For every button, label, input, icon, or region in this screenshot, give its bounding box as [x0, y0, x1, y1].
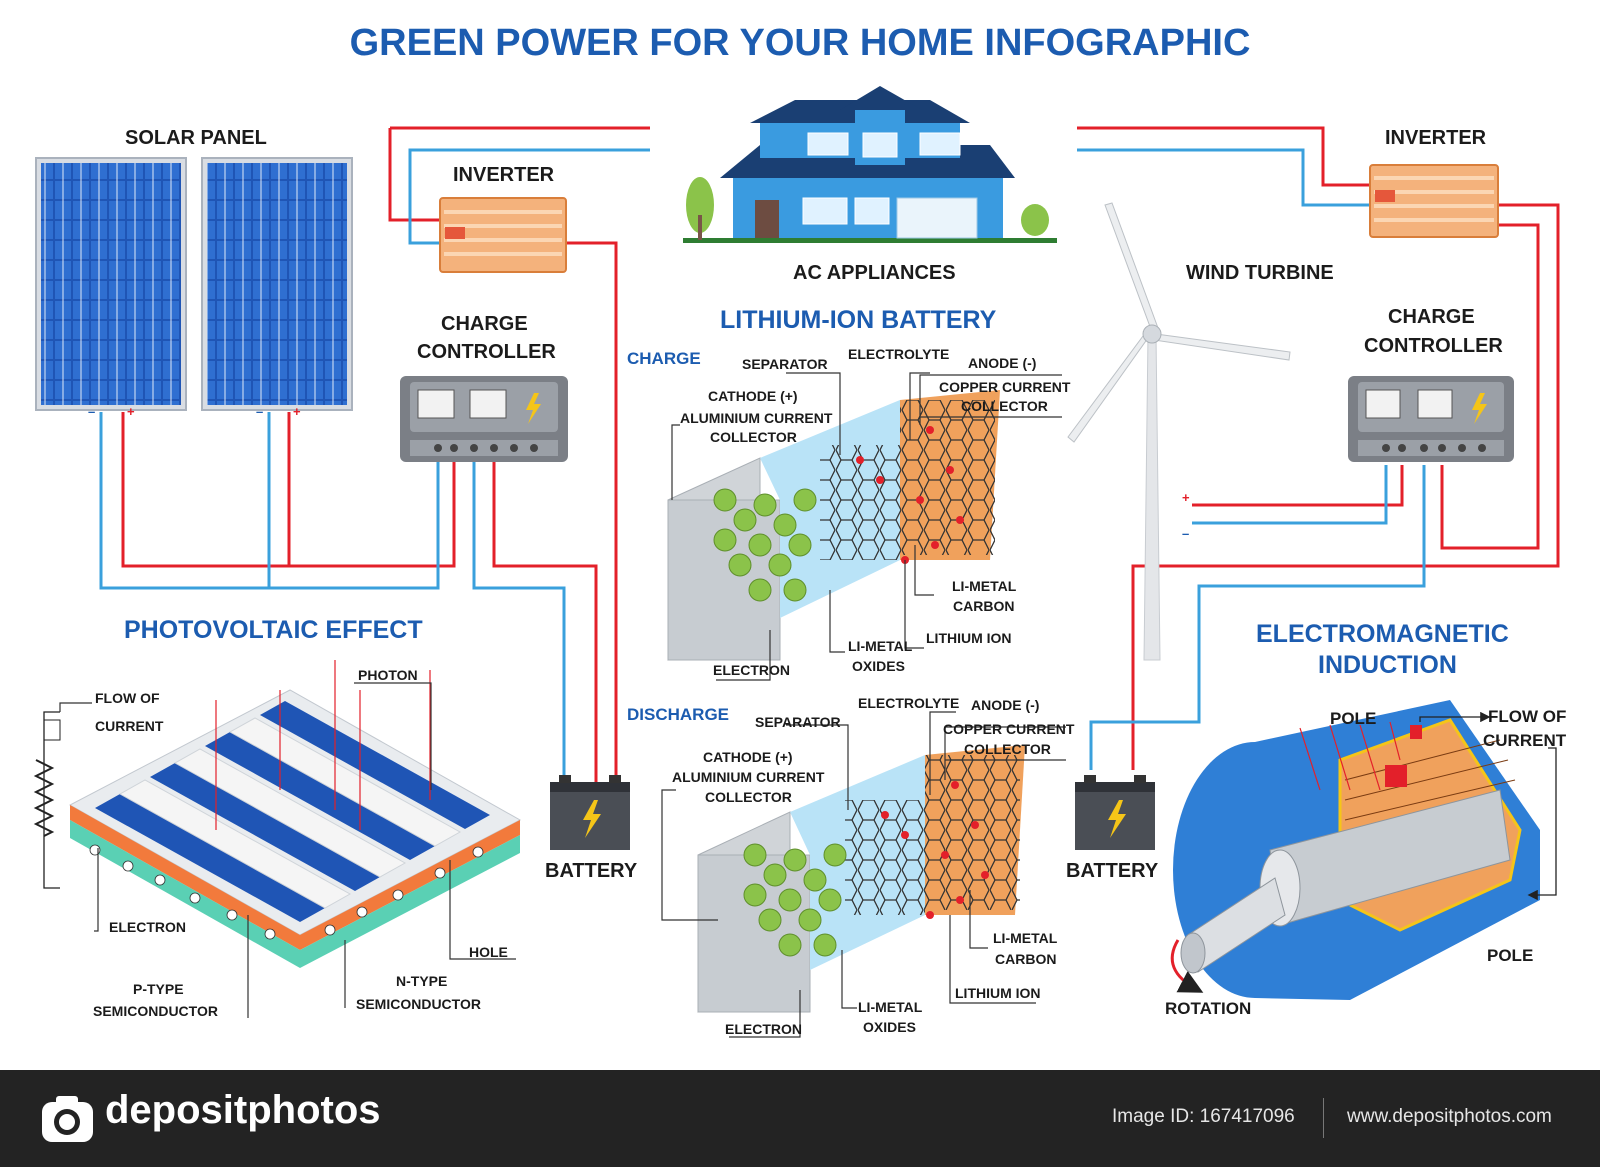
solar-panel-left [35, 157, 187, 411]
battery-left-device [550, 775, 630, 850]
discharge-copper-label-1: COPPER CURRENT [943, 721, 1075, 737]
ac-appliances-label: AC APPLIANCES [793, 262, 956, 284]
photovoltaic-title: PHOTOVOLTAIC EFFECT [124, 616, 423, 644]
lithium-ion-title: LITHIUM-ION BATTERY [720, 306, 997, 334]
discharge-lithium-ion-label: LITHIUM ION [955, 985, 1041, 1001]
induction-flow-label-2: CURRENT [1483, 731, 1567, 750]
induction-pole-top-label: POLE [1330, 709, 1377, 728]
photovoltaic-cell-illustration [33, 660, 522, 968]
footer-divider [1323, 1098, 1324, 1138]
pv-photon-label: PHOTON [358, 667, 418, 683]
watermark-footer: depositphotos Image ID: 167417096 www.de… [0, 1070, 1600, 1167]
battery-left-label: BATTERY [545, 860, 638, 882]
charge-copper-label-2: COLLECTOR [961, 398, 1048, 414]
li-ion-discharge-cell [697, 745, 1025, 1013]
pv-ptype-label-1: P-TYPE [133, 981, 184, 997]
charge-copper-label-1: COPPER CURRENT [939, 379, 1071, 395]
discharge-limetal-label-1: LI-METAL [993, 930, 1058, 946]
charge-oxides-label-1: LI-METAL [848, 638, 913, 654]
charge-controller-right-label-1: CHARGE [1388, 306, 1475, 328]
solar-panel-right [201, 157, 353, 411]
inverter-left-device [439, 197, 567, 273]
discharge-copper-label-2: COLLECTOR [964, 741, 1051, 757]
discharge-electrolyte-label: ELECTROLYTE [858, 695, 960, 711]
charge-controller-right-label-2: CONTROLLER [1364, 335, 1503, 357]
li-ion-charge-cell [667, 390, 1000, 661]
charge-label: CHARGE [627, 349, 701, 368]
charge-anode-label: ANODE (-) [968, 355, 1037, 371]
induction-rotation-label: ROTATION [1165, 999, 1252, 1018]
induction-pole-right-label: POLE [1487, 946, 1534, 965]
wind-turbine-label: WIND TURBINE [1186, 262, 1334, 284]
panel-left-minus: – [88, 404, 96, 419]
inverter-left-label: INVERTER [453, 164, 555, 186]
site-url-link[interactable]: www.depositphotos.com [1347, 1106, 1552, 1127]
discharge-limetal-label-2: CARBON [995, 951, 1057, 967]
induction-title-2: INDUCTION [1318, 651, 1457, 679]
solar-panel-label: SOLAR PANEL [125, 127, 267, 149]
image-id-text: Image ID: 167417096 [1112, 1106, 1295, 1127]
discharge-cathode-label: CATHODE (+) [703, 749, 793, 765]
pv-ntype-label-2: SEMICONDUCTOR [356, 996, 481, 1012]
pv-hole-label: HOLE [469, 944, 508, 960]
brand-logo-text: depositphotos [105, 1088, 381, 1132]
wind-wiring [1077, 126, 1560, 770]
pv-ntype-label-1: N-TYPE [396, 973, 448, 989]
charge-limetal-label-1: LI-METAL [952, 578, 1017, 594]
solar-wiring [99, 126, 650, 785]
charge-lithium-ion-label: LITHIUM ION [926, 630, 1012, 646]
wind-wire-plus: + [1182, 490, 1190, 505]
discharge-anode-label: ANODE (-) [971, 697, 1040, 713]
pv-flow-label-1: FLOW OF [95, 690, 160, 706]
diagram-artwork [33, 86, 1560, 1038]
charge-aluminium-label-2: COLLECTOR [710, 429, 797, 445]
charge-electron-label: ELECTRON [713, 662, 790, 678]
charge-limetal-label-2: CARBON [953, 598, 1015, 614]
pv-flow-label-2: CURRENT [95, 718, 164, 734]
discharge-separator-label: SEPARATOR [755, 714, 841, 730]
panel-right-plus: + [293, 404, 301, 419]
discharge-label: DISCHARGE [627, 705, 730, 724]
callout-lines [59, 372, 1066, 1038]
wind-wire-minus: – [1182, 526, 1190, 541]
generator-illustration [1170, 700, 1557, 1000]
charge-controller-left-label-2: CONTROLLER [417, 341, 556, 363]
induction-title-1: ELECTROMAGNETIC [1256, 620, 1509, 648]
battery-right-label: BATTERY [1066, 860, 1159, 882]
pv-ptype-label-2: SEMICONDUCTOR [93, 1003, 218, 1019]
induction-flow-label-1: FLOW OF [1488, 707, 1567, 726]
inverter-right-device [1369, 164, 1499, 238]
charge-electrolyte-label: ELECTROLYTE [848, 346, 950, 362]
infographic-title: GREEN POWER FOR YOUR HOME INFOGRAPHIC [349, 22, 1251, 64]
panel-right-minus: – [256, 404, 264, 419]
charge-aluminium-label-1: ALUMINIUM CURRENT [680, 410, 833, 426]
battery-right-device [1075, 775, 1155, 850]
charge-separator-label: SEPARATOR [742, 356, 828, 372]
charge-controller-left-device [400, 376, 568, 462]
panel-left-plus: + [127, 404, 135, 419]
discharge-oxides-label-1: LI-METAL [858, 999, 923, 1015]
discharge-oxides-label-2: OXIDES [863, 1019, 916, 1035]
charge-cathode-label: CATHODE (+) [708, 388, 798, 404]
wind-turbine-illustration [1067, 202, 1291, 661]
charge-controller-left-label-1: CHARGE [441, 313, 528, 335]
discharge-aluminium-label-1: ALUMINIUM CURRENT [672, 769, 825, 785]
discharge-electron-label: ELECTRON [725, 1021, 802, 1037]
inverter-right-label: INVERTER [1385, 127, 1487, 149]
camera-logo-icon [42, 1096, 93, 1142]
charge-oxides-label-2: OXIDES [852, 658, 905, 674]
charge-controller-right-device [1348, 376, 1514, 462]
house-illustration [683, 86, 1057, 243]
pv-electron-label: ELECTRON [109, 919, 186, 935]
discharge-aluminium-label-2: COLLECTOR [705, 789, 792, 805]
